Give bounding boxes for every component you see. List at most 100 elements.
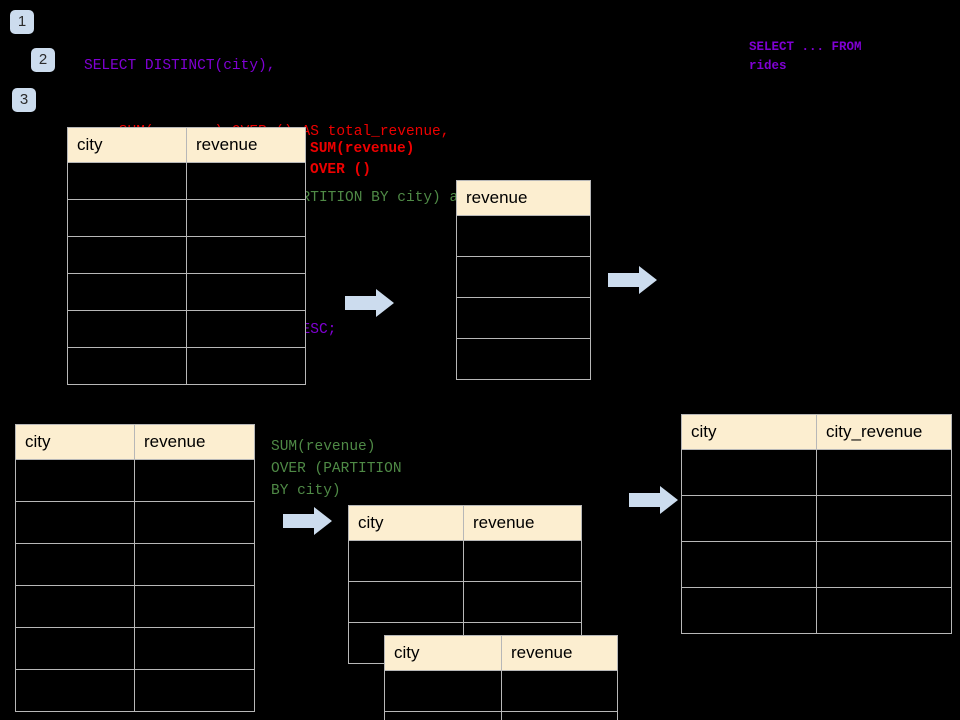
- table-row: [15, 459, 255, 502]
- table-row: [15, 669, 255, 712]
- column-header-revenue: revenue: [186, 127, 306, 163]
- table-header-row: city revenue: [15, 424, 255, 460]
- column-header-revenue: revenue: [501, 635, 618, 671]
- arrow-rides-to-partition: [283, 506, 333, 541]
- table-row: [348, 581, 582, 623]
- table-row: [67, 347, 306, 385]
- table-cell: [15, 459, 135, 502]
- table-cell: [681, 587, 817, 634]
- arrow-total-to-result: [608, 265, 658, 300]
- table-cell: [134, 669, 255, 712]
- table-header-row: city city_revenue: [681, 414, 952, 450]
- table-cell: [67, 162, 187, 200]
- table-row: [67, 199, 306, 237]
- table-cell: [134, 501, 255, 544]
- table-row: [15, 501, 255, 544]
- table-cell: [67, 236, 187, 274]
- table-cell: [816, 587, 952, 634]
- annotation-source-query: SELECT ... FROM rides: [749, 40, 862, 73]
- table-header-row: city revenue: [384, 635, 618, 671]
- column-header-revenue: revenue: [134, 424, 255, 460]
- table-cell: [186, 347, 306, 385]
- table-row: [67, 162, 306, 200]
- table-row: [67, 273, 306, 311]
- table-row: [681, 495, 952, 542]
- table-cell: [463, 540, 582, 582]
- column-header-revenue: revenue: [463, 505, 582, 541]
- table-header-row: city revenue: [348, 505, 582, 541]
- table-row: [15, 543, 255, 586]
- annotation-city-revenue: SUM(revenue) OVER (PARTITION BY city): [271, 439, 402, 499]
- table-body: [67, 162, 306, 385]
- table-cell: [501, 711, 618, 720]
- table-cell: [67, 199, 187, 237]
- table-cell: [816, 449, 952, 496]
- table-cell: [67, 347, 187, 385]
- table-cell: [348, 581, 464, 623]
- table-cell: [134, 585, 255, 628]
- table-cell: [384, 711, 502, 720]
- table-body: [384, 670, 618, 720]
- table-row: [348, 540, 582, 582]
- table-result: city city_revenue: [681, 414, 952, 634]
- table-row: [456, 256, 591, 298]
- table-body: [15, 459, 255, 712]
- table-partition-back: city revenue: [348, 505, 582, 664]
- arrow-partition-to-result: [629, 485, 679, 520]
- table-row: [456, 297, 591, 339]
- table-row: [15, 585, 255, 628]
- table-cell: [384, 670, 502, 712]
- step-badge-1: 1: [10, 10, 34, 34]
- table-cell: [456, 215, 591, 257]
- table-cell: [186, 199, 306, 237]
- table-cell: [15, 501, 135, 544]
- table-row: [67, 236, 306, 274]
- table-cell: [816, 495, 952, 542]
- table-cell: [186, 236, 306, 274]
- table-cell: [15, 543, 135, 586]
- column-header-city: city: [67, 127, 187, 163]
- table-row: [384, 670, 618, 712]
- table-cell: [348, 540, 464, 582]
- table-total-revenue: revenue: [456, 180, 591, 380]
- table-cell: [681, 449, 817, 496]
- table-rides-bottom: city revenue: [15, 424, 255, 712]
- table-cell: [134, 459, 255, 502]
- table-cell: [456, 256, 591, 298]
- column-header-city-revenue: city_revenue: [816, 414, 952, 450]
- table-row: [384, 711, 618, 720]
- table-body: [681, 449, 952, 634]
- table-cell: [67, 310, 187, 348]
- table-cell: [15, 627, 135, 670]
- table-cell: [134, 543, 255, 586]
- table-body: [456, 215, 591, 380]
- table-row: [67, 310, 306, 348]
- column-header-revenue: revenue: [456, 180, 591, 216]
- table-row: [681, 449, 952, 496]
- column-header-city: city: [681, 414, 817, 450]
- column-header-city: city: [348, 505, 464, 541]
- table-cell: [681, 541, 817, 588]
- table-cell: [463, 581, 582, 623]
- table-cell: [186, 310, 306, 348]
- table-row: [15, 627, 255, 670]
- table-cell: [186, 162, 306, 200]
- table-cell: [134, 627, 255, 670]
- arrow-rides-to-total: [345, 288, 395, 323]
- sql-line-select: SELECT DISTINCT(city),: [84, 58, 276, 74]
- table-cell: [456, 297, 591, 339]
- table-header-row: revenue: [456, 180, 591, 216]
- table-cell: [816, 541, 952, 588]
- table-cell: [67, 273, 187, 311]
- annotation-total-revenue: SUM(revenue) OVER (): [310, 141, 415, 178]
- table-cell: [501, 670, 618, 712]
- table-cell: [15, 669, 135, 712]
- table-cell: [15, 585, 135, 628]
- table-row: [456, 215, 591, 257]
- step-badge-2: 2: [31, 48, 55, 72]
- table-row: [681, 541, 952, 588]
- table-cell: [681, 495, 817, 542]
- table-cell: [186, 273, 306, 311]
- table-cell: [456, 338, 591, 380]
